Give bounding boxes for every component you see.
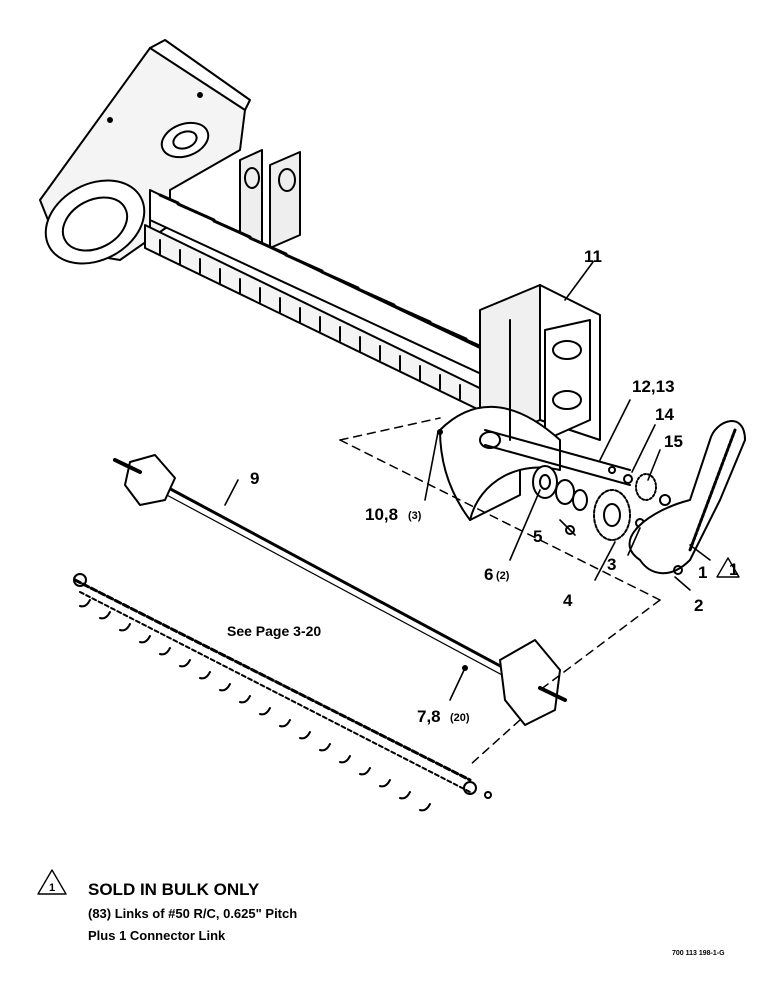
note-title-triangle (37, 869, 67, 895)
side-frame (439, 284, 601, 521)
callout-7-8-qty: (20) (450, 712, 470, 724)
shaft-assembly (113, 454, 567, 726)
callout-6-qty: (2) (496, 570, 510, 582)
note-line-1: (83) Links of #50 R/C, 0.625" Pitch (88, 906, 298, 921)
callout-5: 5 (533, 527, 542, 546)
callout-3: 3 (607, 555, 616, 574)
drive-components (484, 429, 671, 541)
note-title-marker-number: 1 (49, 882, 55, 894)
slatted-pan (144, 189, 506, 421)
note-marker-triangle (716, 557, 740, 578)
note-title: SOLD IN BULK ONLY (88, 880, 260, 899)
callout-15: 15 (664, 432, 683, 451)
callout-9: 9 (250, 469, 259, 488)
callout-2: 2 (694, 596, 703, 615)
note-marker-number: 1 (729, 560, 738, 579)
callout-7-8: 7,8 (417, 707, 441, 726)
callout-11: 11 (584, 247, 602, 266)
callout-10-8: 10,8 (365, 505, 398, 524)
alignment-lines (339, 417, 661, 766)
callout-12-13: 12,13 (632, 377, 675, 396)
callout-6: 6 (484, 565, 493, 584)
reel-bar (73, 573, 492, 812)
upper-brackets (239, 149, 301, 256)
gearbox-housing (39, 39, 251, 265)
callout-4: 4 (563, 591, 573, 610)
callout-1: 1 (698, 563, 707, 582)
note-line-2: Plus 1 Connector Link (88, 928, 226, 943)
hardware (437, 429, 468, 671)
chain-guard (628, 420, 746, 575)
leader-lines (224, 261, 711, 701)
callout-10-8-qty: (3) (408, 510, 422, 522)
callout-14: 14 (655, 405, 674, 424)
page-reference: See Page 3-20 (227, 623, 321, 639)
figure-id: 700 113 198-1-G (672, 950, 725, 957)
